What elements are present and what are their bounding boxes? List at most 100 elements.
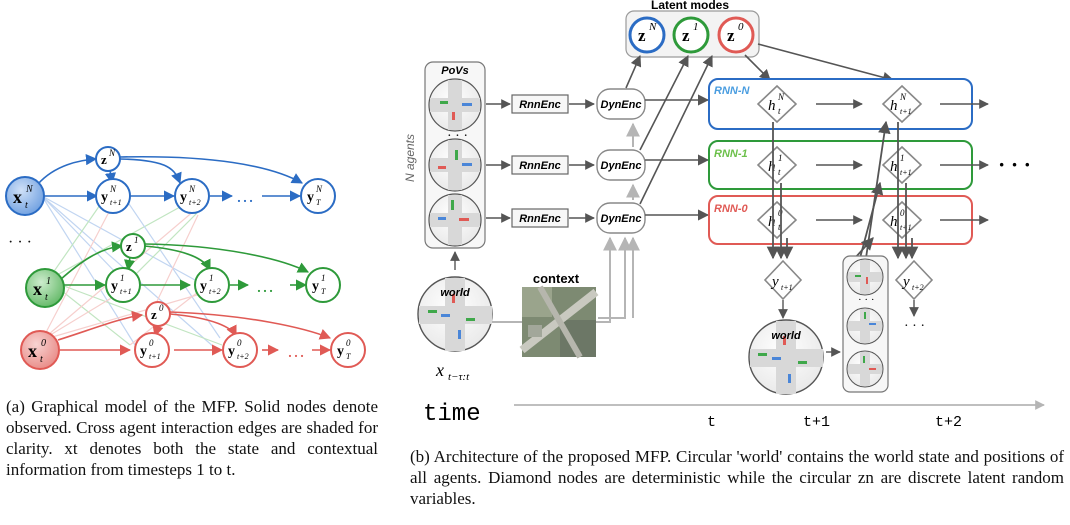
pov-view-bottom [428, 193, 482, 247]
svg-text:z: z [151, 307, 157, 322]
svg-text:RnnEnc: RnnEnc [519, 160, 561, 172]
svg-text:z: z [727, 26, 735, 45]
h-diamond-1-t: h 1 t [756, 145, 798, 185]
svg-text:1: 1 [46, 276, 51, 287]
svg-text:h: h [890, 214, 898, 230]
svg-text:z: z [682, 26, 690, 45]
svg-text:z: z [126, 239, 132, 254]
svg-text:t+2: t+2 [237, 352, 249, 361]
node-y-0-T: y 0 T [330, 332, 366, 368]
svg-text:y: y [901, 274, 910, 290]
red-row-edges [57, 310, 332, 356]
latent-modes-title: Latent modes [651, 0, 729, 12]
node-y-1-t1: y 1 t+1 [105, 267, 141, 303]
svg-text:DynEnc: DynEnc [601, 160, 642, 172]
rnnenc-row-N: RnnEnc [486, 94, 595, 114]
svg-text:z: z [101, 152, 107, 167]
svg-text:1: 1 [900, 153, 905, 163]
context-map: context [519, 271, 599, 359]
x-input-label: x [435, 360, 444, 380]
time-label: time [423, 401, 481, 428]
svg-text:1: 1 [134, 235, 139, 245]
svg-text:h: h [768, 214, 776, 230]
svg-text:N: N [109, 184, 117, 194]
svg-text:1: 1 [778, 153, 783, 163]
node-x-N: x N t [5, 176, 45, 216]
latent-z-N: z N [628, 16, 666, 54]
y-diamond-t1: y t+1 [763, 259, 803, 301]
graphical-model: x N t x 1 t x 0 t z N z 1 z [5, 146, 366, 370]
caption-a: (a) Graphical model of the MFP. Solid no… [6, 397, 378, 479]
svg-text:1: 1 [120, 273, 125, 283]
svg-text:T: T [316, 198, 321, 207]
svg-text:y: y [337, 344, 344, 359]
node-y-0-t2: y 0 t+2 [222, 332, 258, 368]
tick-t1: t+1 [803, 414, 830, 431]
svg-text:y: y [111, 279, 118, 294]
svg-text:N: N [188, 184, 196, 194]
node-z-1: z 1 [120, 233, 146, 259]
x-input-sub: t−τ:t [448, 371, 470, 383]
blue-row-edges [37, 154, 303, 202]
pov-t1-top [846, 258, 884, 296]
rnnenc-row-1: RnnEnc [486, 155, 595, 175]
ellipsis-red: … [287, 341, 305, 361]
ellipsis-blue: … [236, 186, 254, 206]
svg-text:t+1: t+1 [120, 287, 132, 296]
node-z-N: z N [95, 146, 121, 172]
node-y-0-t1: y 0 t+1 [134, 332, 170, 368]
svg-text:t: t [778, 222, 781, 232]
svg-text:RnnEnc: RnnEnc [519, 99, 561, 111]
svg-text:N: N [108, 148, 116, 158]
node-z-0: z 0 [145, 301, 171, 327]
pov-t1-ellipsis: · · · [858, 294, 875, 306]
svg-text:0: 0 [237, 338, 242, 348]
dynenc-row-1: DynEnc [596, 149, 646, 181]
svg-text:RnnEnc: RnnEnc [519, 213, 561, 225]
svg-text:world: world [771, 330, 801, 342]
svg-text:y: y [770, 274, 779, 290]
svg-text:t+1: t+1 [781, 283, 793, 292]
svg-text:0: 0 [900, 208, 905, 218]
svg-text:x: x [28, 341, 37, 361]
node-y-N-T: y N T [300, 178, 336, 214]
svg-text:y: y [140, 344, 147, 359]
rnnenc-row-0: RnnEnc [486, 208, 595, 228]
svg-text:DynEnc: DynEnc [601, 213, 642, 225]
svg-text:h: h [768, 98, 776, 114]
svg-text:DynEnc: DynEnc [601, 99, 642, 111]
h-diamond-N-t1: h N t+1 [881, 84, 923, 124]
latent-arrows [744, 43, 895, 83]
svg-text:RNN-0: RNN-0 [714, 203, 748, 215]
svg-text:z: z [638, 26, 646, 45]
rnn-ellipsis: · · · [998, 152, 1031, 177]
svg-text:N: N [25, 184, 34, 195]
svg-text:y: y [180, 190, 187, 205]
node-x-1: x 1 t [25, 268, 65, 308]
svg-text:1: 1 [693, 21, 699, 33]
n-agents-label: N agents [403, 134, 417, 182]
svg-text:t: t [25, 200, 28, 211]
svg-text:N: N [648, 21, 657, 33]
svg-text:t+1: t+1 [110, 198, 122, 207]
h-to-y-arrows [766, 120, 919, 260]
node-y-1-t2: y 1 t+2 [194, 267, 230, 303]
svg-text:RNN-1: RNN-1 [714, 148, 748, 160]
h-diamond-N-t: h N t [756, 84, 798, 124]
node-y-N-t2: y N t+2 [174, 178, 210, 214]
latent-z-1: z 1 [672, 16, 710, 54]
svg-text:y: y [101, 190, 108, 205]
svg-text:1: 1 [321, 273, 326, 283]
svg-text:T: T [346, 352, 351, 361]
y-diamond-t2: y t+2 [894, 259, 934, 301]
world-output: world [748, 319, 824, 395]
svg-text:t+1: t+1 [900, 168, 912, 177]
svg-text:t+1: t+1 [900, 107, 912, 116]
svg-text:N: N [899, 92, 907, 102]
svg-text:x: x [13, 187, 22, 207]
dynenc-row-0: DynEnc [596, 202, 646, 234]
svg-text:h: h [890, 159, 898, 175]
vertical-ellipsis: · · · [8, 234, 32, 251]
svg-text:y: y [307, 190, 314, 205]
architecture: Latent modes z N z 1 z 0 PoVs [403, 0, 1045, 431]
